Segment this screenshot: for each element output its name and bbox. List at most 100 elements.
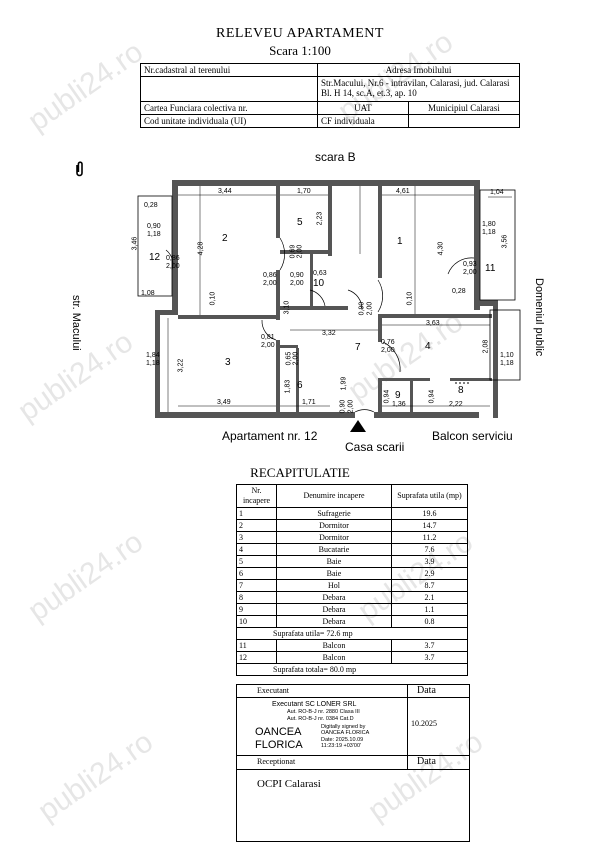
- room-number: 6: [297, 380, 303, 391]
- authorization-2: Aut. RO-B-J nr. 0384 Cat.D: [287, 716, 354, 722]
- row-area: 2.9: [391, 567, 468, 580]
- dim-label: 3,44: [218, 188, 232, 195]
- row-nr: 9: [236, 603, 277, 616]
- col-header-nr: Nr. incapere: [236, 484, 277, 508]
- dim-label: 1,83: [284, 379, 292, 394]
- bottom-right-label: Balcon serviciu: [432, 429, 513, 443]
- room-number: 11: [485, 263, 496, 274]
- dim-label: 3,10: [283, 300, 291, 315]
- dim-label: 0,63: [313, 270, 327, 277]
- dim-label: 0,93: [463, 261, 477, 268]
- row-area: 8.7: [391, 579, 468, 592]
- row-area: 3.7: [391, 651, 468, 664]
- dim-label: 1,18: [482, 229, 496, 236]
- dim-label: 1,18: [147, 231, 161, 238]
- executant-label: Executant: [257, 686, 289, 695]
- row-area: 14.7: [391, 519, 468, 532]
- digital-signature-line: OANCEA FLORICA: [321, 730, 370, 736]
- row-area: 11.2: [391, 531, 468, 544]
- row-area: 2.1: [391, 591, 468, 604]
- row-name: Bucatarie: [276, 543, 392, 556]
- dim-label: 2,23: [316, 211, 324, 226]
- recap-title: RECAPITULATIE: [250, 465, 350, 480]
- receptionat-label: Receptionat: [257, 757, 296, 766]
- dim-label: 0,90: [147, 223, 161, 230]
- row-area: 3.9: [391, 555, 468, 568]
- dim-label: 1,04: [490, 189, 504, 196]
- address-value: Str.Macului, Nr.6 - intravilan, Calarasi…: [317, 76, 520, 102]
- row-name: Baie: [276, 555, 392, 568]
- dim-label: 0,86: [166, 255, 180, 262]
- row-area: 1.1: [391, 603, 468, 616]
- col-header-area: Suprafata utila (mp): [391, 484, 468, 508]
- row-name: Debara: [276, 603, 392, 616]
- dim-label: 0,90: [290, 272, 304, 279]
- room-number: 2: [222, 233, 228, 244]
- dim-label: 3,32: [322, 330, 336, 337]
- digital-signature-line: Digitally signed by: [321, 724, 366, 730]
- room-number: 10: [313, 278, 325, 289]
- dim-label: 0,94: [383, 389, 391, 404]
- dim-label: 0,81: [261, 334, 275, 341]
- row-name: Sufragerie: [276, 507, 392, 520]
- row-name: Debara: [276, 615, 392, 628]
- dim-label: 1,10: [500, 352, 514, 359]
- company-name: Executant SC LONER SRL: [272, 701, 357, 708]
- dim-label: 2,00: [366, 301, 374, 316]
- dim-label: 3,63: [426, 320, 440, 327]
- dim-label: 1,18: [146, 360, 160, 367]
- dim-label: 1,08: [141, 290, 155, 297]
- dim-label: 3,46: [131, 236, 139, 251]
- room-number: 12: [149, 252, 161, 263]
- room-number: 9: [395, 390, 401, 401]
- dim-label: 4,61: [396, 188, 410, 195]
- row-nr: 1: [236, 507, 277, 520]
- dim-label: 0,90: [358, 301, 366, 316]
- paperclip-icon[interactable]: [75, 160, 84, 183]
- dim-label: 4,30: [437, 241, 445, 256]
- room-number: 1: [397, 236, 403, 247]
- dim-label: 0,10: [406, 291, 414, 306]
- dim-label: 4,28: [197, 241, 205, 256]
- cadastral-nr-value: [140, 76, 318, 102]
- dim-label: 1,71: [302, 399, 316, 406]
- dim-label: 0,28: [452, 288, 466, 295]
- row-nr: 2: [236, 519, 277, 532]
- ui-code-label: Cod unitate individuala (UI): [140, 114, 318, 128]
- room-number: 3: [225, 357, 231, 368]
- date-value: 10.2025: [411, 719, 437, 728]
- dim-label: 0,69: [289, 244, 297, 259]
- signer-surname: OANCEA: [255, 726, 302, 738]
- subtotal-row: Suprafata utila= 72.6 mp: [236, 627, 468, 640]
- ocpi-label: OCPI Calarasi: [257, 778, 321, 790]
- date-header-2: Data: [417, 756, 436, 767]
- cf-individuala-value: [407, 114, 521, 128]
- dim-label: 2,08: [482, 339, 490, 354]
- dim-label: 3,49: [217, 399, 231, 406]
- row-name: Hol: [276, 579, 392, 592]
- dim-label: 1,70: [297, 188, 311, 195]
- dim-label: 0,65: [285, 351, 293, 366]
- col-header-name: Denumire incapere: [276, 484, 392, 508]
- dim-label: 2,00: [290, 280, 304, 287]
- recap-table: Nr. incapere Denumire incapere Suprafata…: [236, 484, 468, 676]
- room-number: 4: [425, 341, 431, 352]
- row-name: Balcon: [276, 639, 392, 652]
- document-title: RELEVEU APARTAMENT: [216, 26, 384, 41]
- row-nr: 3: [236, 531, 277, 544]
- row-area: 7.6: [391, 543, 468, 556]
- row-name: Dormitor: [276, 519, 392, 532]
- dim-label: 1,84: [146, 352, 160, 359]
- dim-label: 1,18: [500, 360, 514, 367]
- dim-label: 2,00: [166, 263, 180, 270]
- row-name: Baie: [276, 567, 392, 580]
